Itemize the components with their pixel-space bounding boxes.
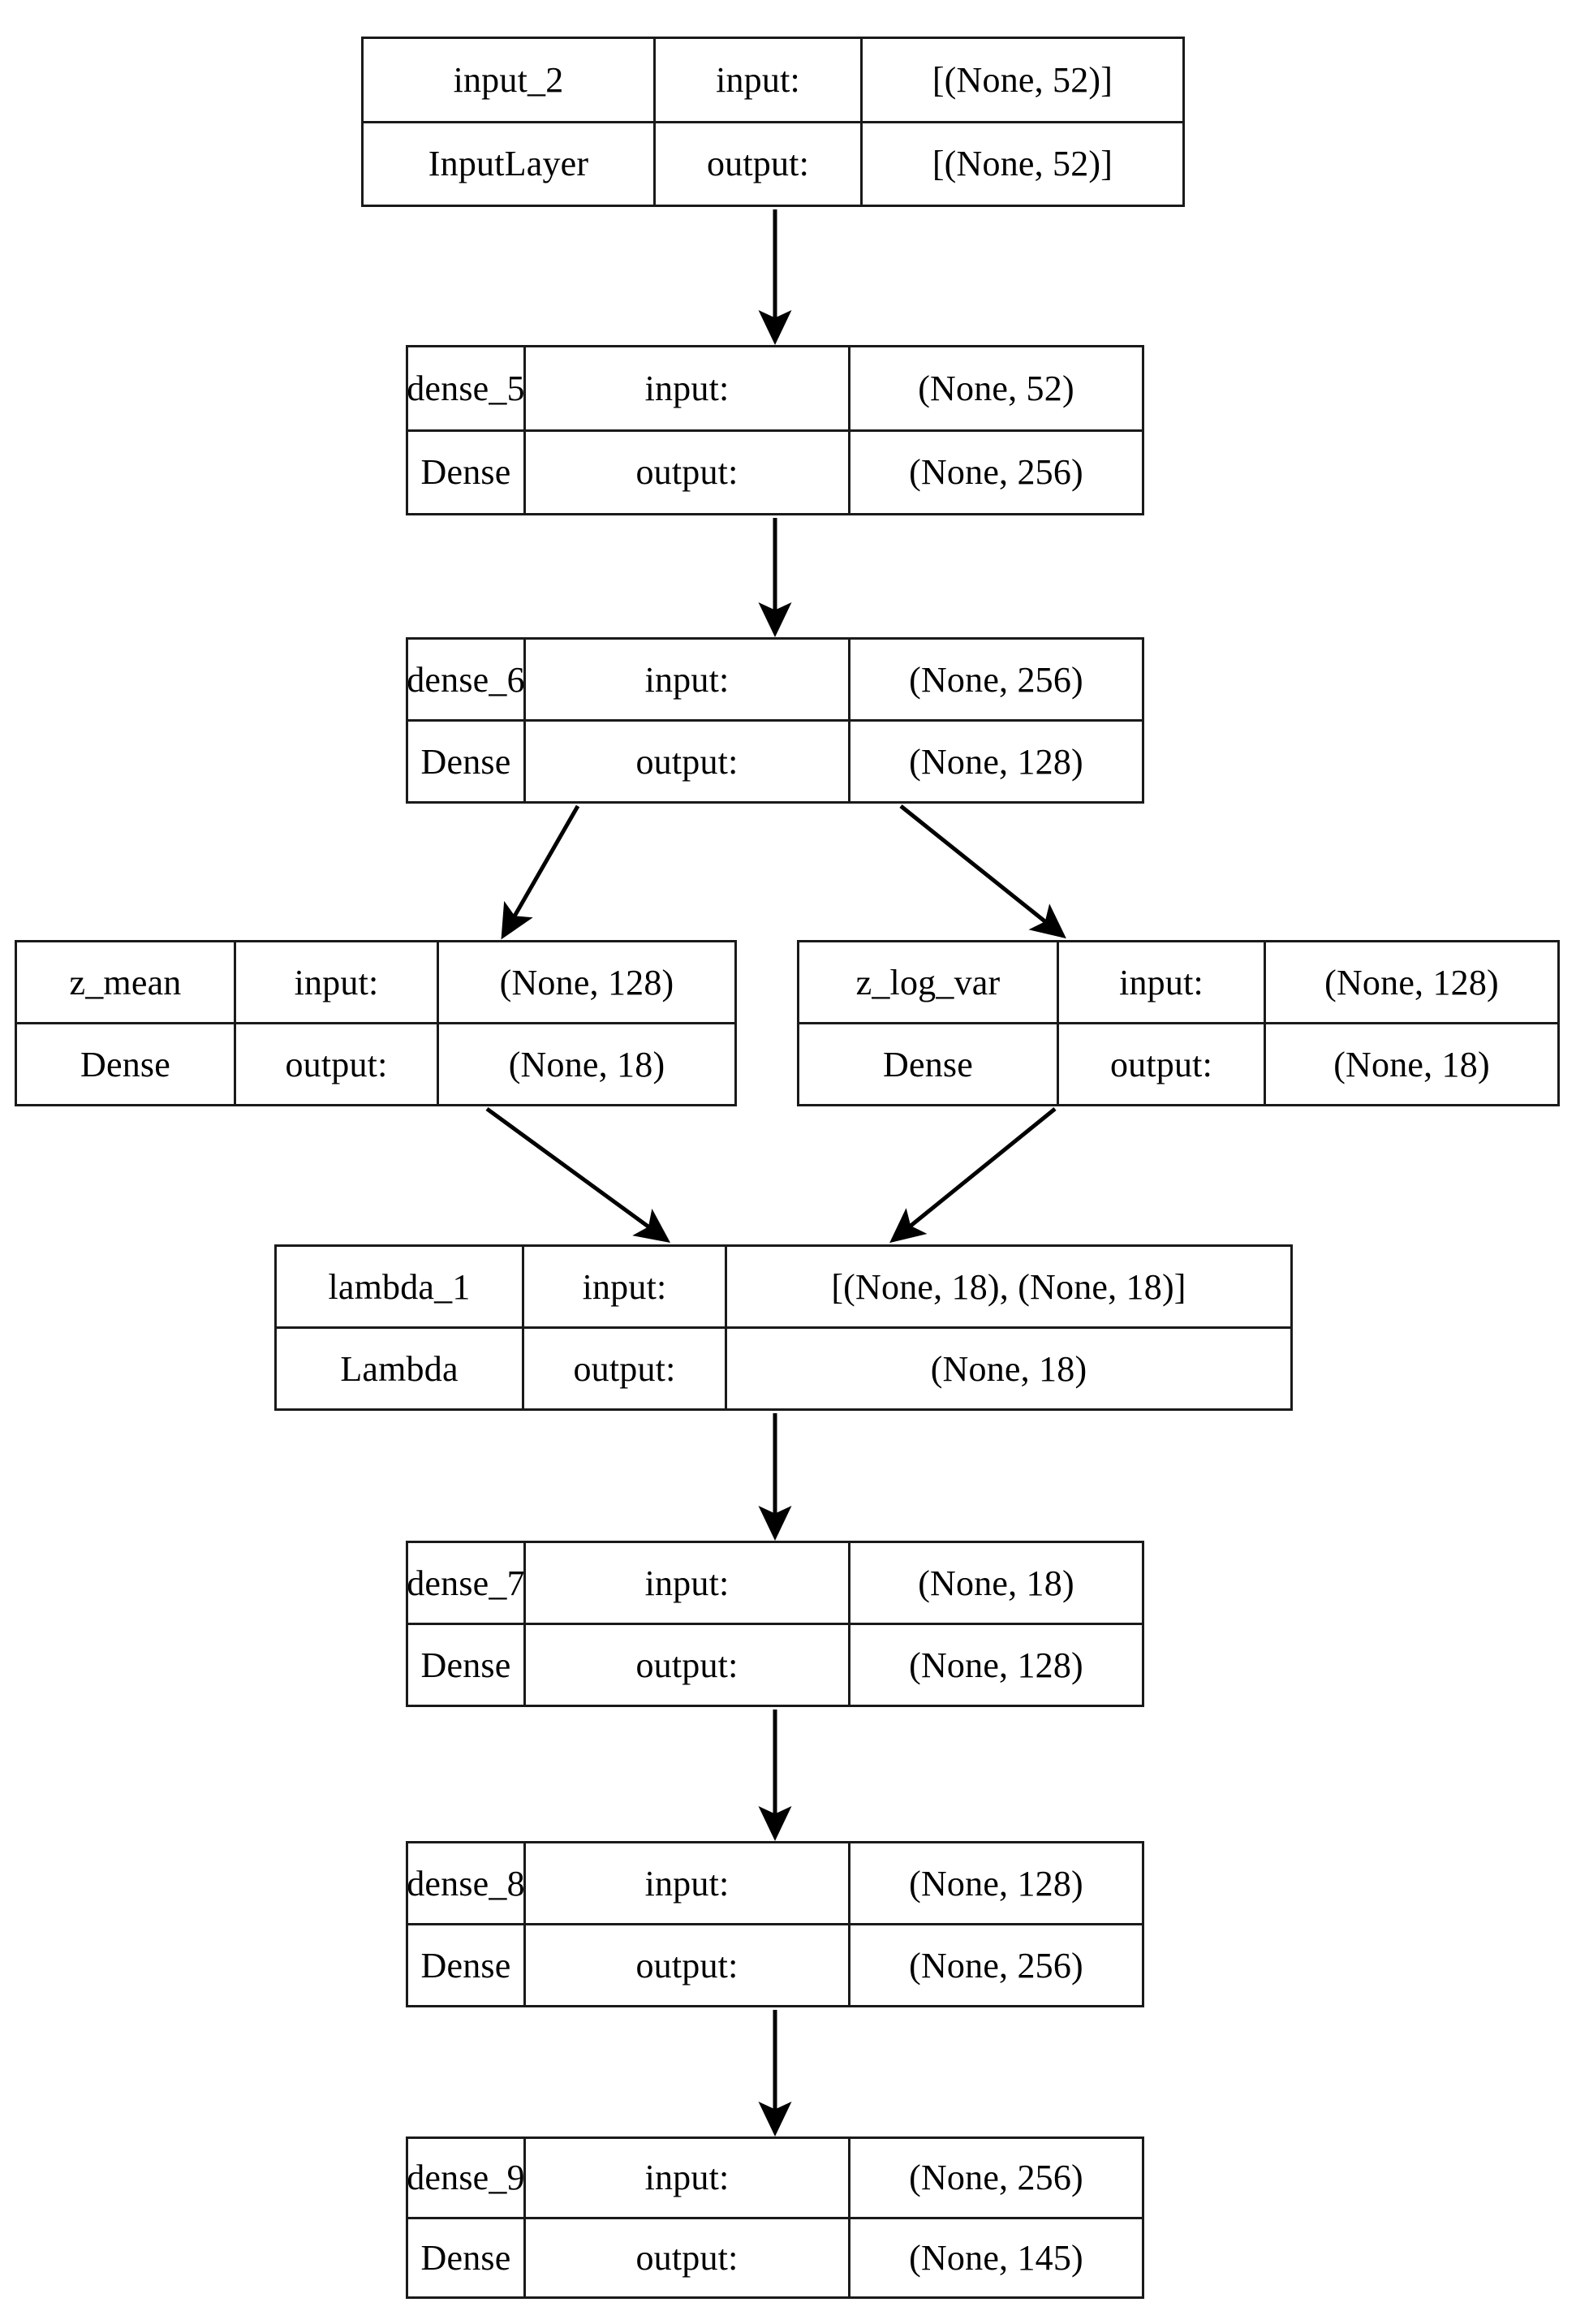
node-layer-name: dense_7 — [408, 1543, 526, 1623]
node-output-label: output: — [526, 1625, 850, 1705]
node-output-label: output: — [526, 1925, 850, 2005]
node-input-shape: (None, 256) — [909, 659, 1083, 700]
node-output-label: output: — [524, 1329, 727, 1408]
node-output-label: output: — [656, 123, 863, 205]
node-layer-type: Lambda — [277, 1329, 524, 1408]
node-layer-type: Dense — [799, 1024, 1059, 1104]
node-layer-name: dense_8 — [408, 1843, 526, 1923]
node-output-label: output: — [526, 431, 850, 513]
node-layer-name: lambda_1 — [277, 1247, 524, 1326]
node-layer-name: dense_9 — [408, 2139, 526, 2217]
node-input-shape: (None, 52) — [918, 368, 1074, 408]
node-output-shape: (None, 128) — [909, 1645, 1083, 1685]
node-input-shape: (None, 18) — [918, 1563, 1074, 1603]
node-input-label: input: — [526, 2139, 850, 2217]
edge-z_mean-to-lambda_1 — [485, 1106, 671, 1243]
node-output-shape: (None, 145) — [909, 2237, 1083, 2278]
node-input-label: input: — [656, 39, 863, 121]
node-input-shape: (None, 128) — [1324, 962, 1499, 1002]
node-output-shape: [(None, 52)] — [932, 144, 1113, 184]
node-input-shape: (None, 256) — [909, 2158, 1083, 2198]
node-layer-name: dense_5 — [408, 347, 526, 429]
node-output-shape: (None, 128) — [909, 741, 1083, 782]
node-layer-name: dense_6 — [408, 640, 526, 719]
node-output-shape: (None, 256) — [909, 452, 1083, 493]
node-input-label: input: — [1059, 942, 1266, 1022]
node-input-shape: [(None, 52)] — [932, 59, 1113, 100]
node-input-label: input: — [236, 942, 439, 1022]
node-layer-name: input_2 — [364, 39, 656, 121]
node-input-label: input: — [524, 1247, 727, 1326]
node-input-label: input: — [526, 1843, 850, 1923]
edge-z_log_var-to-lambda_1 — [889, 1107, 1057, 1244]
node-input-label: input: — [526, 640, 850, 719]
node-layer-type: Dense — [408, 1925, 526, 2005]
node-layer-type: Dense — [408, 431, 526, 513]
node-layer-type: Dense — [408, 1625, 526, 1705]
node-output-shape: (None, 18) — [508, 1044, 665, 1084]
node-input-shape: (None, 128) — [909, 1863, 1083, 1904]
node-output-shape: (None, 18) — [930, 1348, 1087, 1389]
node-layer-type: Dense — [17, 1024, 236, 1104]
node-layer-type: InputLayer — [364, 123, 656, 205]
node-output-label: output: — [526, 2218, 850, 2296]
node-input-shape: (None, 128) — [499, 962, 674, 1002]
node-layer-type: Dense — [408, 2218, 526, 2296]
node-input-label: input: — [526, 1543, 850, 1623]
node-output-label: output: — [236, 1024, 439, 1104]
node-layer-type: Dense — [408, 722, 526, 801]
node-layer-name: z_mean — [17, 942, 236, 1022]
node-output-label: output: — [526, 722, 850, 801]
node-layer-name: z_log_var — [799, 942, 1059, 1022]
node-input-label: input: — [526, 347, 850, 429]
node-output-shape: (None, 256) — [909, 1945, 1083, 1986]
edge-dense_6-to-z_mean — [501, 804, 580, 940]
node-output-shape: (None, 18) — [1333, 1044, 1490, 1084]
node-output-label: output: — [1059, 1024, 1266, 1104]
node-input-shape: [(None, 18), (None, 18)] — [831, 1266, 1186, 1307]
edge-dense_6-to-z_log_var — [899, 804, 1066, 939]
